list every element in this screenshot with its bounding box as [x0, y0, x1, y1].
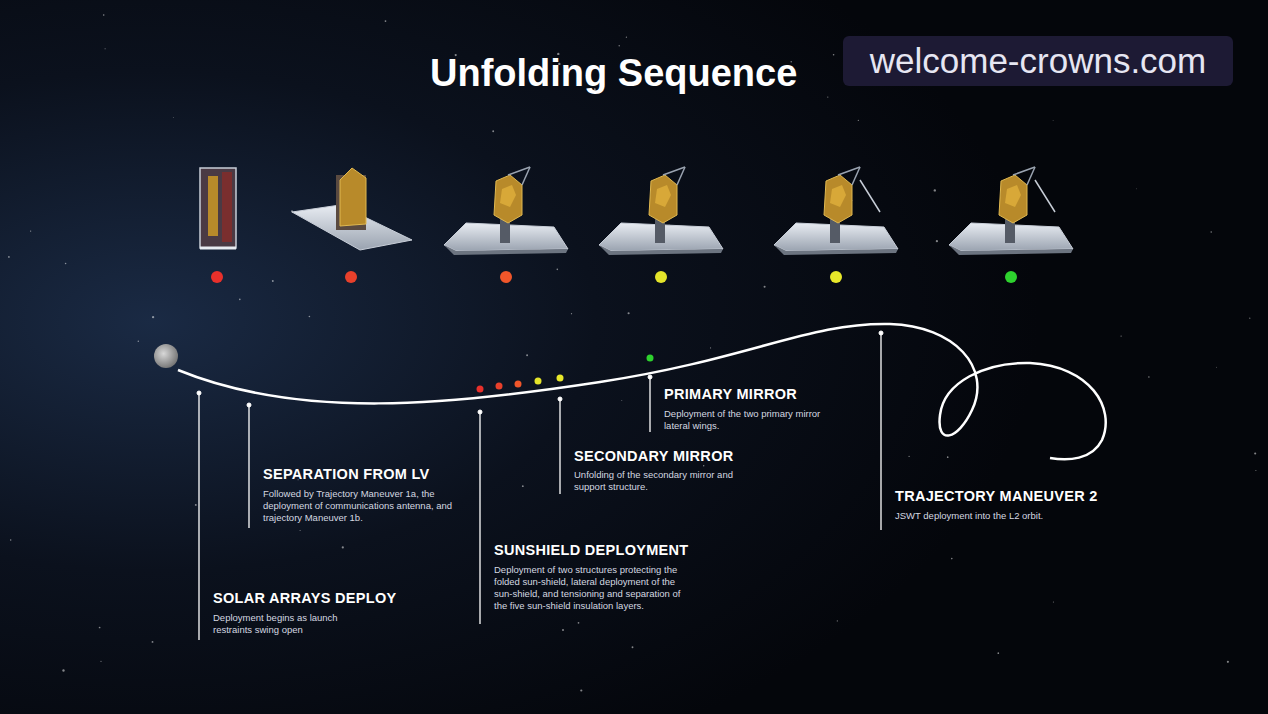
- star: [578, 622, 580, 624]
- watermark: welcome-crowns.com: [870, 41, 1206, 81]
- star: [1210, 231, 1212, 233]
- step-description: Deployment begins as launch restraints s…: [213, 612, 378, 636]
- step-description: Deployment of the two primary mirror lat…: [664, 408, 834, 432]
- star: [492, 130, 494, 132]
- telescope-stage: [292, 168, 412, 250]
- star: [556, 268, 558, 270]
- star: [300, 530, 301, 531]
- star: [626, 37, 627, 38]
- star: [858, 120, 859, 121]
- star: [951, 558, 953, 560]
- step-heading: PRIMARY MIRROR: [664, 386, 797, 403]
- star: [1227, 661, 1229, 663]
- star: [100, 661, 101, 662]
- star: [710, 347, 711, 348]
- star: [934, 189, 936, 191]
- star: [1216, 366, 1218, 368]
- telescope-folded: [200, 168, 236, 248]
- star: [997, 652, 999, 654]
- step-heading: SUNSHIELD DEPLOYMENT: [494, 542, 689, 559]
- star: [1135, 188, 1137, 190]
- star: [342, 546, 344, 548]
- star: [837, 620, 838, 621]
- star: [1052, 119, 1054, 121]
- star: [195, 504, 197, 506]
- star: [30, 230, 31, 231]
- star: [62, 669, 64, 671]
- star: [936, 240, 938, 242]
- star: [105, 48, 106, 49]
- star: [103, 14, 105, 16]
- leader-dot: [197, 331, 883, 414]
- star: [1249, 318, 1250, 319]
- star: [272, 280, 274, 282]
- telescope-stage: [949, 167, 1073, 255]
- trajectory-curve: [178, 324, 1106, 459]
- step-heading: TRAJECTORY MANEUVER 2: [895, 488, 1098, 505]
- leader-line: [199, 333, 881, 640]
- star: [571, 313, 572, 314]
- step-heading: SEPARATION FROM LV: [263, 466, 430, 483]
- star: [632, 646, 634, 648]
- star: [172, 117, 174, 119]
- step-description: Followed by Trajectory Maneuver 1a, the …: [263, 488, 453, 524]
- star: [138, 341, 139, 342]
- star: [827, 97, 828, 98]
- step-description: Deployment of two structures protecting …: [494, 564, 684, 612]
- star: [703, 465, 704, 466]
- star: [1255, 470, 1256, 471]
- step-description: Unfolding of the secondary mirror and su…: [574, 469, 759, 493]
- telescope-stage: [444, 167, 568, 255]
- star: [65, 263, 67, 265]
- star: [628, 312, 630, 314]
- star: [580, 689, 582, 691]
- star: [1148, 376, 1149, 377]
- star: [908, 456, 909, 457]
- star: [562, 629, 564, 631]
- star: [239, 298, 241, 300]
- watermark-box: welcome-crowns.com: [843, 36, 1233, 86]
- telescope-stage: [599, 167, 723, 255]
- progress-dot: [477, 355, 654, 393]
- star: [1254, 452, 1256, 454]
- star: [309, 316, 311, 318]
- star: [152, 316, 154, 318]
- star: [385, 20, 387, 22]
- status-dot: [211, 271, 1017, 283]
- star: [833, 54, 835, 56]
- star: [10, 539, 12, 541]
- step-description: JSWT deployment into the L2 orbit.: [895, 510, 1135, 522]
- step-heading: SOLAR ARRAYS DEPLOY: [213, 590, 397, 607]
- star: [1053, 602, 1054, 603]
- telescope-stage: [774, 167, 898, 255]
- star: [621, 399, 623, 401]
- star: [619, 45, 620, 46]
- step-heading: SECONDARY MIRROR: [574, 448, 733, 465]
- star: [1121, 336, 1122, 337]
- moon: [154, 344, 178, 368]
- star: [152, 641, 154, 643]
- star: [526, 354, 528, 356]
- star: [947, 456, 949, 458]
- star: [764, 286, 766, 288]
- star: [522, 485, 524, 487]
- star: [8, 256, 10, 258]
- star: [99, 627, 101, 629]
- diagram-title: Unfolding Sequence: [430, 52, 797, 95]
